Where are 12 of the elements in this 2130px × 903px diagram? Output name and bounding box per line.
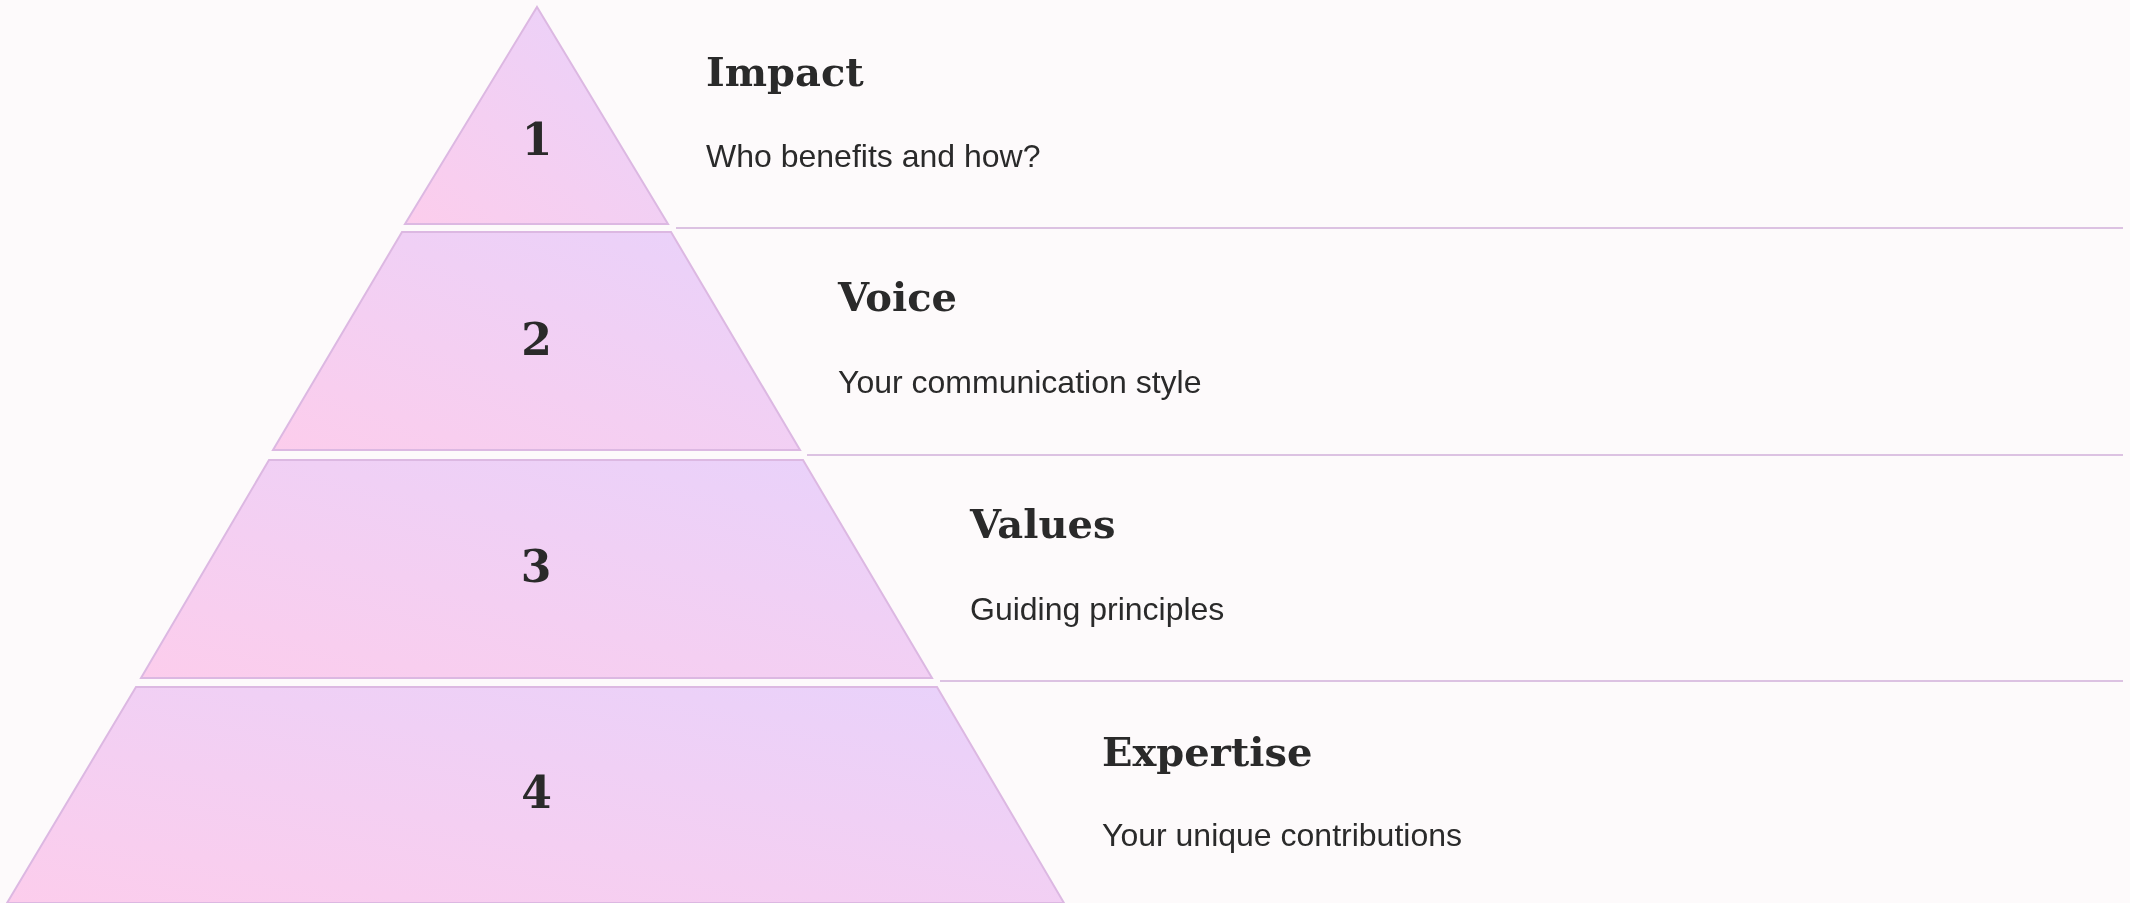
- tier-title: Values: [970, 499, 1116, 547]
- tier-title: Voice: [838, 272, 958, 320]
- tier-description: Who benefits and how?: [706, 137, 1041, 175]
- tier-description: Your communication style: [838, 363, 1202, 401]
- tier-title: Expertise: [1102, 727, 1313, 775]
- tier-title: Impact: [706, 47, 864, 95]
- tier-number: 1: [521, 113, 553, 165]
- tier-description: Guiding principles: [970, 590, 1225, 628]
- tier-number: 3: [520, 540, 552, 592]
- tier-number: 4: [521, 766, 552, 818]
- tier-description: Your unique contributions: [1102, 816, 1462, 854]
- tier-number: 2: [521, 313, 552, 365]
